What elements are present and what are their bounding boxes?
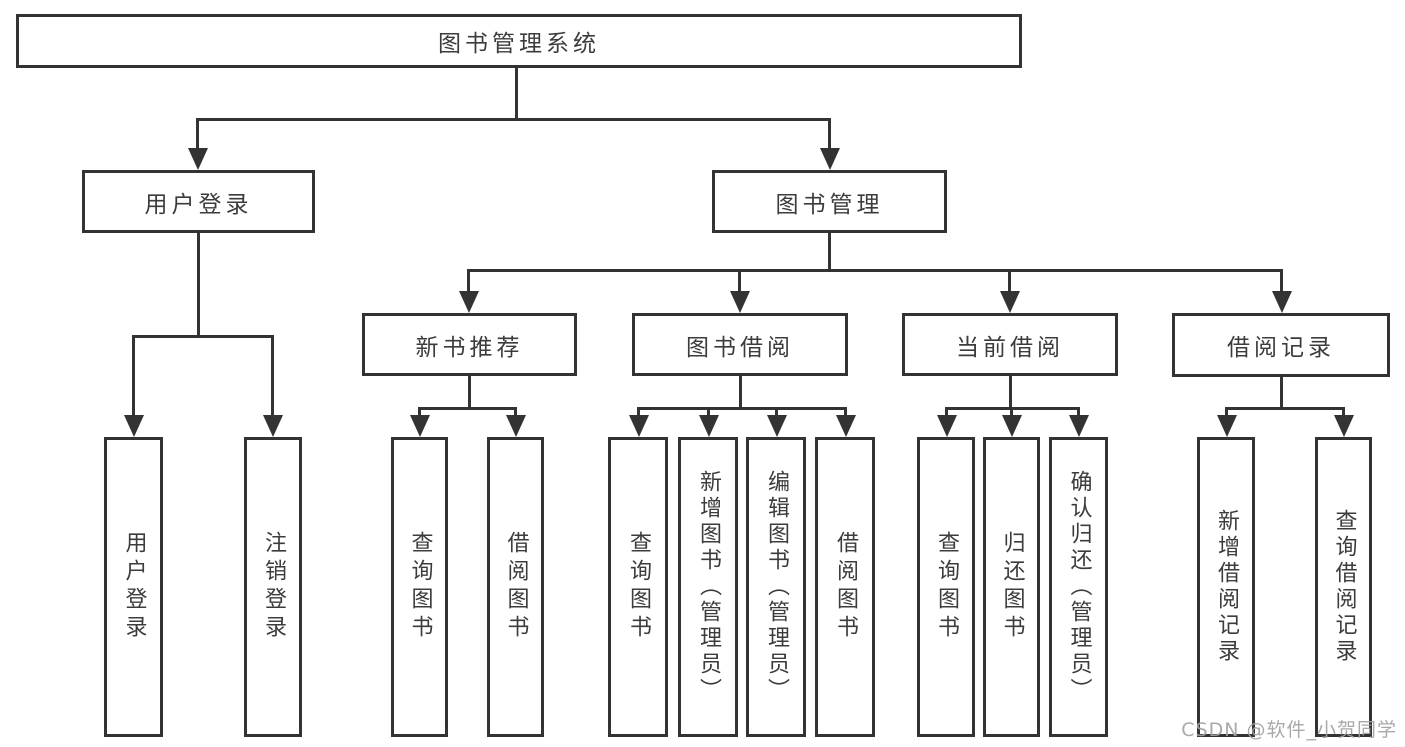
arrow-down-icon xyxy=(1010,407,1013,415)
arrow-down-icon xyxy=(132,335,135,415)
node-add-borrow-record: 新增借阅记录 xyxy=(1197,437,1255,737)
node-edit-book-admin: 编辑图书（管理员） xyxy=(746,437,806,737)
connector-stem-borrow-records xyxy=(1280,377,1283,410)
node-borrow-records-label: 借阅记录 xyxy=(1227,335,1335,361)
node-current-borrow: 当前借阅 xyxy=(902,313,1118,376)
node-login: 用户登录 xyxy=(104,437,163,737)
node-login-label: 用户登录 xyxy=(121,531,147,643)
arrow-down-icon xyxy=(1342,407,1345,415)
node-query-books-borrow: 查询图书 xyxy=(608,437,668,737)
arrow-down-icon xyxy=(1077,407,1080,415)
arrow-down-icon xyxy=(467,269,470,291)
node-query-books-recommend-label: 查询图书 xyxy=(407,531,433,643)
connector-bar-level2 xyxy=(198,118,830,121)
node-query-borrow-record: 查询借阅记录 xyxy=(1315,437,1372,737)
connector-bar-recommend xyxy=(419,407,515,410)
node-confirm-return-admin: 确认归还（管理员） xyxy=(1049,437,1108,737)
node-query-books-borrow-label: 查询图书 xyxy=(626,531,651,643)
node-query-books-recommend: 查询图书 xyxy=(391,437,448,737)
node-current-borrow-label: 当前借阅 xyxy=(956,334,1064,361)
node-confirm-return-admin-label: 确认归还（管理员） xyxy=(1066,470,1092,704)
node-library-system-label: 图书管理系统 xyxy=(438,31,600,57)
connector-stem-current-borrow xyxy=(1009,376,1012,410)
arrow-down-icon xyxy=(1008,269,1011,291)
connector-bar-login xyxy=(133,335,272,338)
node-book-management-label: 图书管理 xyxy=(775,191,884,218)
node-logout-label: 注销登录 xyxy=(261,531,286,643)
node-user-login-label: 用户登录 xyxy=(144,191,253,218)
connector-stem-book-management xyxy=(828,233,831,272)
node-borrow-books-recommend-label: 借阅图书 xyxy=(503,531,529,643)
connector-stem-user-login xyxy=(197,233,200,338)
node-query-borrow-record-label: 查询借阅记录 xyxy=(1331,509,1357,665)
node-library-system: 图书管理系统 xyxy=(16,14,1022,68)
node-borrow-records: 借阅记录 xyxy=(1172,313,1390,377)
arrow-down-icon xyxy=(738,269,741,291)
connector-bar-level3 xyxy=(468,269,1281,272)
connector-stem-book-borrow xyxy=(739,376,742,410)
arrow-down-icon xyxy=(775,407,778,415)
connector-stem-root xyxy=(515,68,518,121)
node-borrow-books-label: 借阅图书 xyxy=(833,531,858,643)
csdn-watermark: CSDN @软件_小贺同学 xyxy=(1181,719,1397,741)
node-add-book-admin-label: 新增图书（管理员） xyxy=(696,470,721,704)
node-return-books: 归还图书 xyxy=(983,437,1040,737)
connector-bar-records xyxy=(1226,407,1343,410)
node-new-book-recommend: 新书推荐 xyxy=(362,313,577,376)
arrow-down-icon xyxy=(844,407,847,415)
node-query-books-current: 查询图书 xyxy=(917,437,975,737)
node-edit-book-admin-label: 编辑图书（管理员） xyxy=(764,470,789,704)
node-return-books-label: 归还图书 xyxy=(999,531,1025,643)
node-add-book-admin: 新增图书（管理员） xyxy=(678,437,738,737)
arrow-down-icon xyxy=(271,335,274,415)
node-borrow-books-recommend: 借阅图书 xyxy=(487,437,544,737)
node-logout: 注销登录 xyxy=(244,437,302,737)
arrow-down-icon xyxy=(828,118,831,148)
node-book-borrow: 图书借阅 xyxy=(632,313,848,376)
arrow-down-icon xyxy=(418,407,421,415)
arrow-down-icon xyxy=(707,407,710,415)
node-query-books-current-label: 查询图书 xyxy=(934,531,959,643)
node-add-borrow-record-label: 新增借阅记录 xyxy=(1214,509,1239,665)
arrow-down-icon xyxy=(196,118,199,148)
connector-stem-new-book-recommend xyxy=(468,376,471,410)
arrow-down-icon xyxy=(945,407,948,415)
arrow-down-icon xyxy=(1225,407,1228,415)
connector-bar-borrow xyxy=(638,407,845,410)
node-book-borrow-label: 图书借阅 xyxy=(686,334,794,361)
node-user-login: 用户登录 xyxy=(82,170,315,233)
arrow-down-icon xyxy=(514,407,517,415)
node-borrow-books: 借阅图书 xyxy=(815,437,875,737)
arrow-down-icon xyxy=(637,407,640,415)
arrow-down-icon xyxy=(1280,269,1283,291)
node-new-book-recommend-label: 新书推荐 xyxy=(415,334,524,361)
node-book-management: 图书管理 xyxy=(712,170,947,233)
